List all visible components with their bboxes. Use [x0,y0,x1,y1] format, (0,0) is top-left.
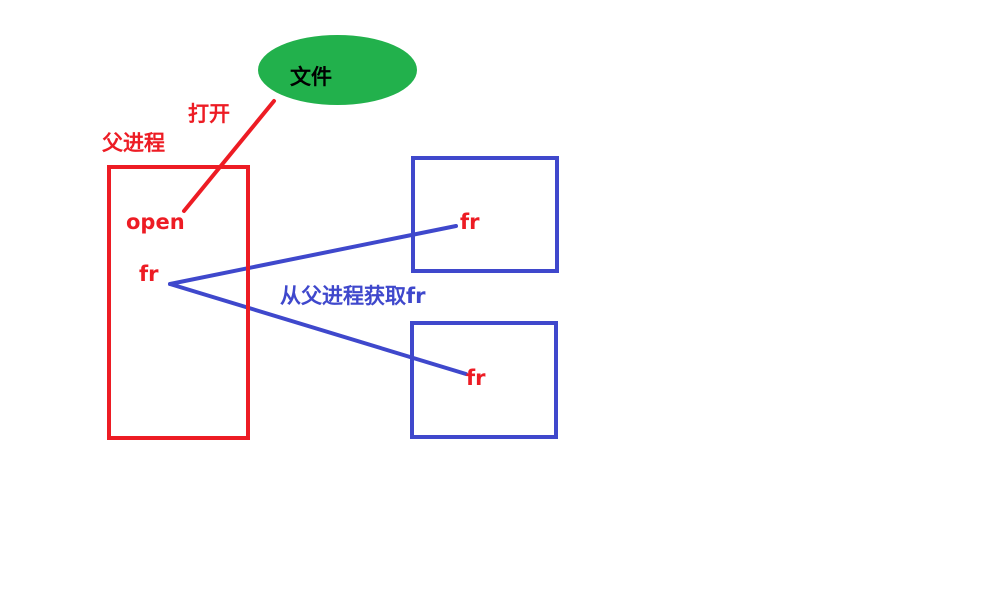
parent-process-label: 父进程 [102,131,165,155]
file-node [258,35,417,105]
open-action-label: 打开 [188,102,230,126]
child-process-box-1 [411,156,559,273]
child-process-box-2 [410,321,558,439]
file-label: 文件 [290,65,332,89]
parent-process-box [107,165,250,440]
open-to-file-line [182,99,276,213]
child2-fr-text: fr [466,366,486,390]
fr-to-child2-line [168,282,468,376]
fr-to-child1-line [168,224,458,286]
parent-fr-text: fr [139,262,159,286]
parent-open-text: open [126,210,185,234]
inherit-label: 从父进程获取fr [280,284,426,308]
child1-fr-text: fr [460,210,480,234]
